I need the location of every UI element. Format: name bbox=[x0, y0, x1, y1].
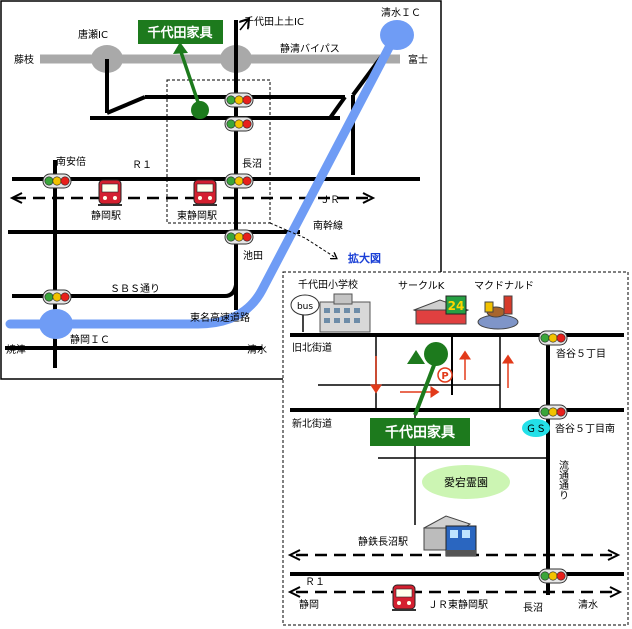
traffic-light-icon bbox=[42, 173, 72, 189]
parking-icon bbox=[437, 367, 453, 383]
ryutsu-label: 流通通り bbox=[557, 459, 569, 500]
minami-kansen-label: 南幹線 bbox=[313, 219, 343, 232]
bypass-label: 静清バイパス bbox=[280, 42, 340, 55]
r1-label: Ｒ１ bbox=[132, 160, 152, 171]
store-label: 千代田家具 bbox=[147, 25, 212, 41]
circle-k-sign: 24 bbox=[448, 299, 465, 313]
higashi-shizuoka-station-label: 東静岡駅 bbox=[177, 209, 217, 222]
circle-k-label: サークルK bbox=[398, 280, 445, 292]
shimizu-ic-node bbox=[380, 20, 414, 50]
kyu-hokkaido-label: 旧北街道 bbox=[292, 341, 332, 354]
tomitani5s-label: 沓谷５丁目南 bbox=[555, 422, 615, 435]
shimizu-end-label: 清水 bbox=[247, 343, 267, 356]
traffic-light-icon bbox=[42, 289, 72, 305]
school-label: 千代田小学校 bbox=[298, 278, 358, 291]
shin-hokkaido-label: 新北街道 bbox=[292, 417, 332, 430]
bus-label: bus bbox=[297, 302, 313, 312]
fuji-label: 富士 bbox=[408, 53, 428, 66]
chiyoda-ic-label: 千代田上土IC bbox=[244, 15, 304, 28]
shizuoka-ic-node bbox=[39, 309, 73, 339]
bus-stop-icon: bus bbox=[290, 294, 320, 332]
r1-detail-label: Ｒ１ bbox=[305, 577, 325, 588]
naganuma-label: 長沼 bbox=[242, 157, 262, 170]
sbs-label: ＳＢＳ通り bbox=[110, 283, 160, 295]
school-icon bbox=[319, 293, 371, 333]
jr-label: ＪＲ bbox=[320, 195, 340, 206]
shimizu-detail-label: 清水 bbox=[578, 598, 598, 611]
train-icon bbox=[97, 179, 123, 207]
traffic-light-icon bbox=[224, 116, 254, 132]
karase-ic-label: 唐瀬IC bbox=[78, 28, 108, 41]
yaizu-label: 焼津 bbox=[6, 344, 26, 356]
fujieda-label: 藤枝 bbox=[14, 53, 34, 66]
gs-label: ＧＳ bbox=[526, 424, 546, 435]
store-pointer bbox=[179, 51, 202, 109]
minamiabe-label: 南安倍 bbox=[56, 155, 86, 168]
train-icon bbox=[192, 179, 218, 207]
atago-cemetery bbox=[422, 465, 510, 499]
store-marker-detail bbox=[424, 342, 448, 366]
mcdonalds-label: マクドナルド bbox=[474, 280, 534, 292]
naganuma-detail-label: 長沼 bbox=[523, 601, 543, 614]
shizuoka-ic-label: 静岡ＩＣ bbox=[70, 333, 110, 346]
seitetsu-label: 静鉄長沼駅 bbox=[358, 535, 408, 548]
tomei-label: 東名高速道路 bbox=[190, 311, 250, 324]
store-marker bbox=[191, 101, 209, 119]
shizuoka-detail-label: 静岡 bbox=[299, 598, 319, 611]
overview-map: 千代田家具 唐瀬IC 千代田上土IC 清水ＩＣ 静清バイパス 藤枝 富士 南安倍… bbox=[0, 0, 442, 380]
convenience-store-icon: 24 bbox=[412, 295, 470, 325]
station-building-icon bbox=[422, 515, 477, 557]
traffic-light-icon bbox=[224, 173, 254, 189]
store-pointer-detail bbox=[413, 359, 438, 416]
tomei-highway bbox=[5, 33, 399, 329]
traffic-light-icon bbox=[224, 92, 254, 108]
shimizu-ic-label: 清水ＩＣ bbox=[381, 6, 421, 19]
store-label-box-detail bbox=[370, 418, 470, 446]
store-label-detail: 千代田家具 bbox=[385, 424, 455, 441]
traffic-light-icon bbox=[224, 229, 254, 245]
tomitani5-label: 沓谷５丁目 bbox=[556, 347, 606, 360]
store-label-box bbox=[138, 20, 223, 44]
detail-roads bbox=[290, 333, 624, 595]
atago-label: 愛宕霊園 bbox=[444, 475, 488, 489]
traffic-light-icon bbox=[538, 568, 568, 584]
detail-map: bus 24 bbox=[282, 271, 629, 626]
enlarge-label[interactable]: 拡大図 bbox=[348, 251, 381, 265]
traffic-light-icon bbox=[538, 404, 568, 420]
parking-sign: P bbox=[441, 371, 448, 382]
ikeda-label: 池田 bbox=[243, 249, 263, 262]
jr-higashi-label: ＪＲ東静岡駅 bbox=[428, 598, 488, 611]
gas-station-icon bbox=[522, 419, 550, 437]
restaurant-icon bbox=[477, 295, 519, 330]
traffic-light-icon bbox=[538, 330, 568, 346]
train-icon bbox=[391, 584, 417, 612]
shizuoka-station-label: 静岡駅 bbox=[91, 209, 121, 222]
